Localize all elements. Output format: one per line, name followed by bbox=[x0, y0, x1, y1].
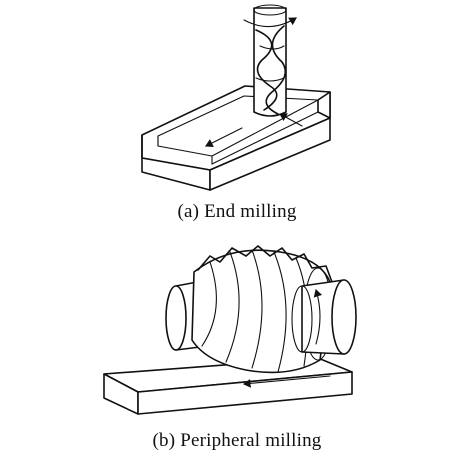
caption-peripheral-milling: (b) Peripheral milling bbox=[152, 430, 322, 451]
peripheral-feed-arrow bbox=[242, 375, 331, 388]
end-mill-cutter bbox=[243, 4, 297, 117]
caption-end-milling: (a) End milling bbox=[177, 201, 297, 222]
end-mill-rotation-arrow bbox=[243, 17, 297, 28]
end-milling-diagram bbox=[141, 4, 331, 191]
end-milling-workpiece bbox=[141, 85, 331, 191]
arbor-right bbox=[291, 279, 357, 355]
peripheral-milling-workpiece bbox=[103, 357, 353, 415]
cutter-rotation-arrow bbox=[313, 288, 323, 345]
end-milling-return-arrow bbox=[279, 113, 303, 127]
end-milling-feed-arrow bbox=[205, 127, 243, 147]
peripheral-milling-diagram bbox=[103, 245, 357, 415]
